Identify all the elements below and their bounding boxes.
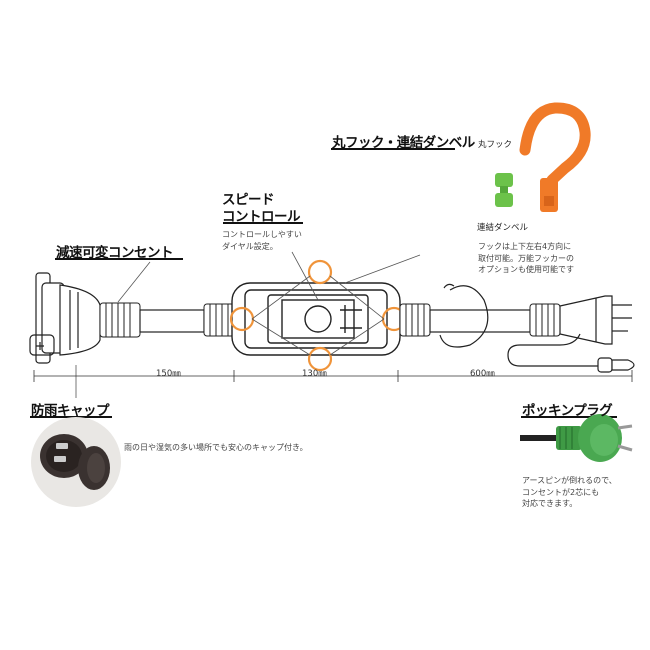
cap-description: 雨の日や湿気の多い場所でも安心のキャップ付き。 — [124, 443, 308, 452]
dimension-seg1: 150㎜ — [156, 369, 181, 379]
speed-desc-line-2: ダイヤル設定。 — [222, 241, 278, 251]
dumbbell-label: 連結ダンベル — [477, 223, 529, 233]
plug-icon — [520, 414, 633, 462]
speed-description: コントロールしやすい ダイヤル設定。 — [222, 229, 302, 252]
hook-description: フックは上下左右4方向に 取付可能。万能フッカーの オプションも使用可能です — [478, 241, 574, 276]
earth-wire — [507, 333, 635, 373]
outlet-strain-relief — [99, 302, 141, 338]
dimension-line — [33, 370, 633, 382]
controller-ribs-right — [399, 303, 431, 337]
controller-ribs-left — [203, 303, 235, 337]
hook-desc-line-3: オプションも使用可能です — [478, 265, 574, 274]
plug-title: ポッキンプラグ — [522, 403, 613, 419]
speed-desc-line-1: コントロールしやすい — [222, 230, 302, 239]
cap-title: 防雨キャップ — [31, 403, 110, 419]
plug-desc-line-3: 対応できます。 — [522, 499, 578, 508]
plug-desc-line-1: アースピンが倒れるので、 — [522, 476, 617, 485]
outlet-drawing — [29, 272, 101, 364]
outlet-title: 減速可変コンセント — [56, 245, 174, 261]
speed-title-line-2: コントロール — [222, 209, 301, 225]
plug-body — [559, 295, 632, 345]
plug-desc-line-2: コンセントが2芯にも — [522, 487, 600, 497]
plug-strain-relief — [529, 303, 561, 337]
speed-controller-box — [231, 282, 401, 356]
hook-on-cable — [439, 283, 489, 348]
cap-photo — [31, 417, 121, 507]
dimension-seg3: 600㎜ — [470, 369, 495, 379]
cable-right — [429, 309, 531, 333]
dumbbell-icon — [495, 173, 513, 207]
heading-underlines — [30, 148, 617, 418]
hook-label: 丸フック — [478, 140, 513, 150]
dimension-seg2: 130㎜ — [302, 369, 327, 379]
hook-title: 丸フック・連結ダンベル — [332, 135, 475, 151]
cable-left — [139, 309, 205, 333]
hook-icon — [519, 102, 591, 212]
leader-lines — [75, 251, 421, 398]
plug-description: アースピンが倒れるので、 コンセントが2芯にも 対応できます。 — [522, 475, 617, 510]
hook-desc-line-1: フックは上下左右4方向に — [478, 242, 572, 251]
hook-desc-line-2: 取付可能。万能フッカーの — [478, 253, 574, 263]
speed-title-line-1: スピード — [222, 192, 275, 208]
